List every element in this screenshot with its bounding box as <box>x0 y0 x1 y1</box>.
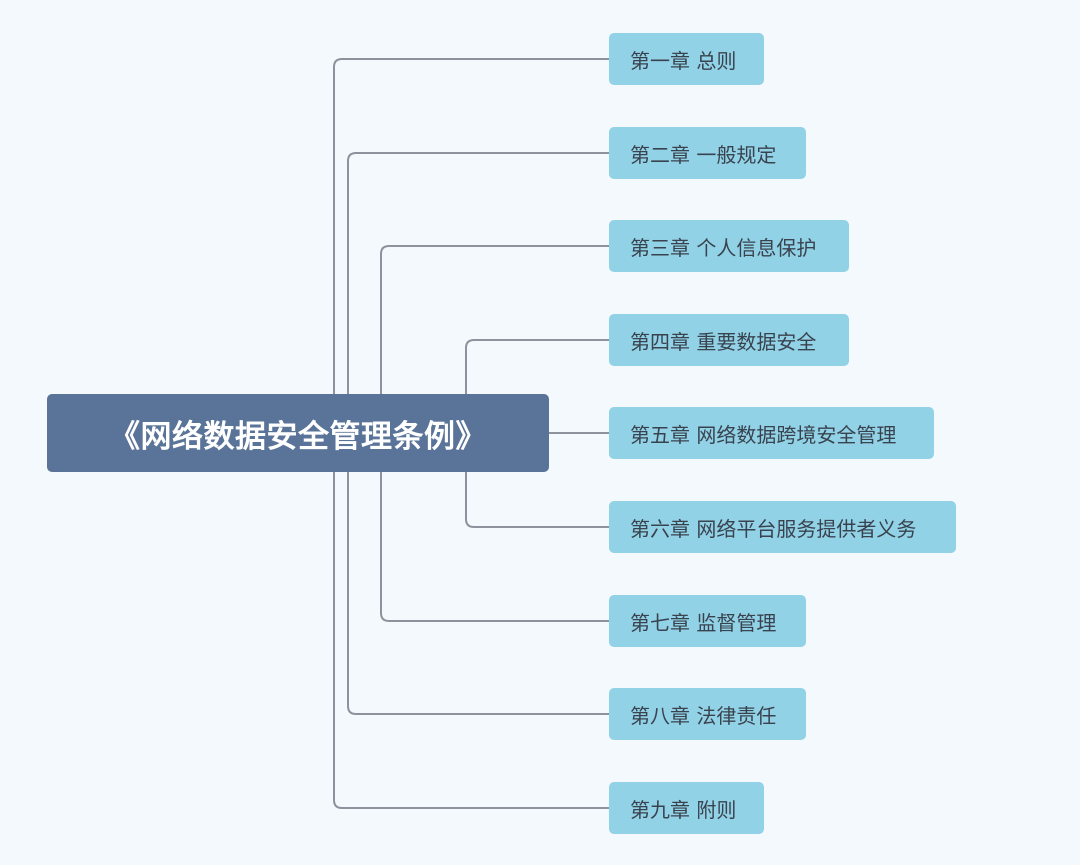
chapter-node-1[interactable]: 第一章 总则 <box>609 33 764 85</box>
connector-chapter-8 <box>347 472 609 715</box>
connector-chapter-1 <box>333 58 609 394</box>
connector-chapter-4 <box>465 339 609 394</box>
chapter-label: 第一章 总则 <box>630 48 737 73</box>
root-topic[interactable]: 《网络数据安全管理条例》 <box>47 394 549 472</box>
chapter-label: 第九章 附则 <box>630 797 737 822</box>
chapter-label: 第四章 重要数据安全 <box>630 329 817 354</box>
connector-chapter-3 <box>380 245 609 394</box>
chapter-label: 第八章 法律责任 <box>630 703 777 728</box>
connector-chapter-6 <box>465 472 609 528</box>
chapter-node-8[interactable]: 第八章 法律责任 <box>609 688 806 740</box>
chapter-node-6[interactable]: 第六章 网络平台服务提供者义务 <box>609 501 956 553</box>
root-topic-label: 《网络数据安全管理条例》 <box>109 418 487 455</box>
chapter-node-3[interactable]: 第三章 个人信息保护 <box>609 220 849 272</box>
chapter-label: 第七章 监督管理 <box>630 610 777 635</box>
chapter-label: 第五章 网络数据跨境安全管理 <box>630 422 897 447</box>
chapter-node-2[interactable]: 第二章 一般规定 <box>609 127 806 179</box>
chapter-node-9[interactable]: 第九章 附则 <box>609 782 764 834</box>
connector-chapter-9 <box>333 472 609 809</box>
chapter-node-5[interactable]: 第五章 网络数据跨境安全管理 <box>609 407 934 459</box>
chapter-label: 第六章 网络平台服务提供者义务 <box>630 516 917 541</box>
chapter-label: 第三章 个人信息保护 <box>630 235 817 260</box>
chapter-node-7[interactable]: 第七章 监督管理 <box>609 595 806 647</box>
connector-chapter-2 <box>347 152 609 394</box>
chapter-label: 第二章 一般规定 <box>630 142 777 167</box>
chapter-node-4[interactable]: 第四章 重要数据安全 <box>609 314 849 366</box>
connector-chapter-7 <box>380 472 609 622</box>
